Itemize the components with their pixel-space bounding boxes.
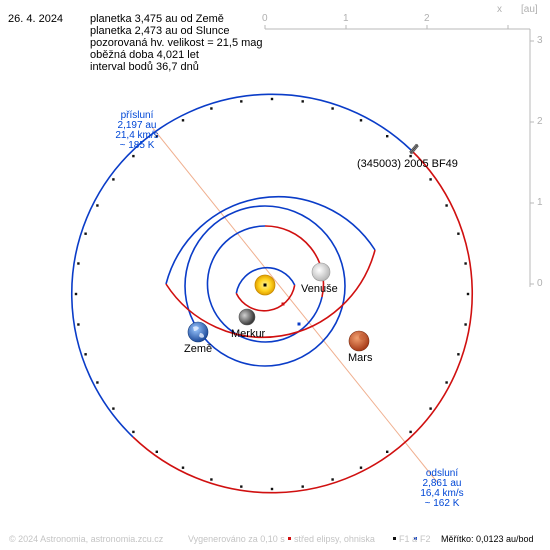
distance-sun-text: planetka 2,473 au od Slunce — [90, 25, 230, 37]
perihelion-title: přísluní — [120, 110, 154, 121]
scale-text: Měřítko: 0,0123 au/bod — [441, 534, 534, 544]
perihelion-note: přísluní 2,197 au 21,4 km/s ~ 185 K — [109, 111, 165, 151]
generated-time-text: Vygenerováno za 0,10 s — [188, 534, 285, 544]
orbit-point — [409, 154, 412, 158]
orbit-point — [112, 407, 115, 410]
orbit-point — [409, 430, 412, 434]
orbit-point — [181, 466, 185, 469]
venus-icon — [311, 262, 331, 282]
orbit-point — [112, 178, 115, 181]
orbit-point — [96, 381, 99, 384]
orbit-point — [210, 107, 213, 110]
orbit-point — [445, 381, 448, 384]
distance-earth-text: planetka 3,475 au od Země — [90, 13, 224, 25]
orbit-point — [464, 262, 467, 265]
orbit-point — [301, 100, 304, 103]
orbit-point — [445, 204, 448, 207]
orbit-point — [240, 485, 243, 488]
mercury-orbit — [235, 266, 296, 312]
mercury-icon — [238, 308, 256, 326]
venus-orbit — [206, 225, 325, 343]
aphelion-note: odsluní 2,861 au 16,4 km/s ~ 162 K — [412, 469, 472, 509]
aphelion-speed: 16,4 km/s — [420, 488, 464, 499]
orbit-point — [359, 119, 363, 122]
orbit-point — [84, 353, 87, 356]
apsides-line — [151, 126, 438, 483]
orbit-point — [464, 323, 467, 326]
orbit-point — [74, 292, 78, 296]
top-tick-label-1: 1 — [343, 13, 349, 24]
info-panel: planetka 3,475 au od Země planetka 2,473… — [90, 13, 263, 73]
x-axis-label: x — [497, 4, 502, 15]
axes-frame — [264, 25, 534, 287]
venus-label: Venuše — [301, 283, 338, 295]
mars-icon — [348, 330, 370, 352]
orbit-point — [210, 478, 213, 481]
legend-f1-marker — [393, 537, 396, 540]
orbit-point — [386, 450, 389, 453]
orbit-point — [155, 135, 158, 138]
right-tick-label-3: 3 — [537, 35, 543, 46]
legend-center-marker — [288, 537, 291, 540]
orbit-point — [429, 178, 432, 181]
orbit-point — [132, 154, 135, 158]
orbit-point — [457, 353, 460, 356]
orbit-point — [457, 232, 460, 235]
asteroid-marker-icon — [409, 143, 419, 155]
magnitude-text: pozorovaná hv. velikost = 21,5 mag — [90, 37, 263, 49]
right-tick-label-0: 0 — [537, 278, 543, 289]
orbit-point — [359, 466, 363, 469]
orbit-point — [466, 292, 470, 296]
orbit-point — [84, 232, 87, 235]
orbit-point — [429, 407, 432, 410]
aphelion-temperature: ~ 162 K — [424, 498, 460, 509]
sun-icon — [254, 274, 276, 296]
focus-f2-marker — [297, 322, 301, 326]
orbit-point — [331, 107, 334, 110]
aphelion-title: odsluní — [425, 468, 459, 479]
mercury-label: Merkur — [231, 328, 266, 340]
orbit-point — [155, 450, 158, 453]
date-label: 26. 4. 2024 — [8, 13, 64, 25]
asteroid-label: (345003) 2005 BF49 — [357, 158, 458, 170]
period-text: oběžná doba 4,021 let — [90, 49, 199, 61]
orbit-point — [181, 119, 185, 122]
interval-text: interval bodů 36,7 dnů — [90, 61, 199, 73]
mars-label: Mars — [348, 352, 373, 364]
asteroid-orbit — [70, 93, 474, 494]
top-tick-label-0: 0 — [262, 13, 268, 24]
orbit-point — [270, 97, 274, 101]
legend-f2-marker — [414, 537, 417, 540]
unit-label: [au] — [521, 4, 538, 15]
mars-orbit — [165, 195, 376, 339]
legend-f2-text: F2 — [420, 534, 431, 544]
perihelion-speed: 21,4 km/s — [115, 130, 159, 141]
orbit-point — [270, 487, 274, 491]
top-tick-label-2: 2 — [424, 13, 430, 24]
earth-label: Země — [184, 343, 213, 355]
orbit-point — [77, 262, 80, 265]
perihelion-distance: 2,197 au — [117, 120, 157, 131]
legend-f1-text: F1 a — [399, 534, 418, 544]
orbit-point — [132, 430, 135, 434]
right-tick-label-2: 2 — [537, 116, 543, 127]
orbit-point — [240, 100, 243, 103]
copyright-text: © 2024 Astronomia, astronomia.zcu.cz — [9, 534, 164, 544]
ellipse-center-marker — [281, 302, 285, 306]
earth-orbit — [184, 205, 346, 367]
asteroid-orbit-points — [74, 97, 470, 491]
orbit-point — [386, 135, 389, 138]
orbit-point — [301, 485, 304, 488]
orbit-point — [96, 204, 99, 207]
orbit-point — [77, 323, 80, 326]
perihelion-temperature: ~ 185 K — [119, 140, 155, 151]
earth-icon — [187, 321, 209, 343]
right-tick-label-1: 1 — [537, 197, 543, 208]
legend-center-text: střed elipsy, ohniska — [294, 534, 375, 544]
scale-value: Měřítko: 0,0123 au/bod — [441, 534, 534, 544]
orbit-point — [331, 478, 334, 481]
aphelion-distance: 2,861 au — [422, 478, 462, 489]
